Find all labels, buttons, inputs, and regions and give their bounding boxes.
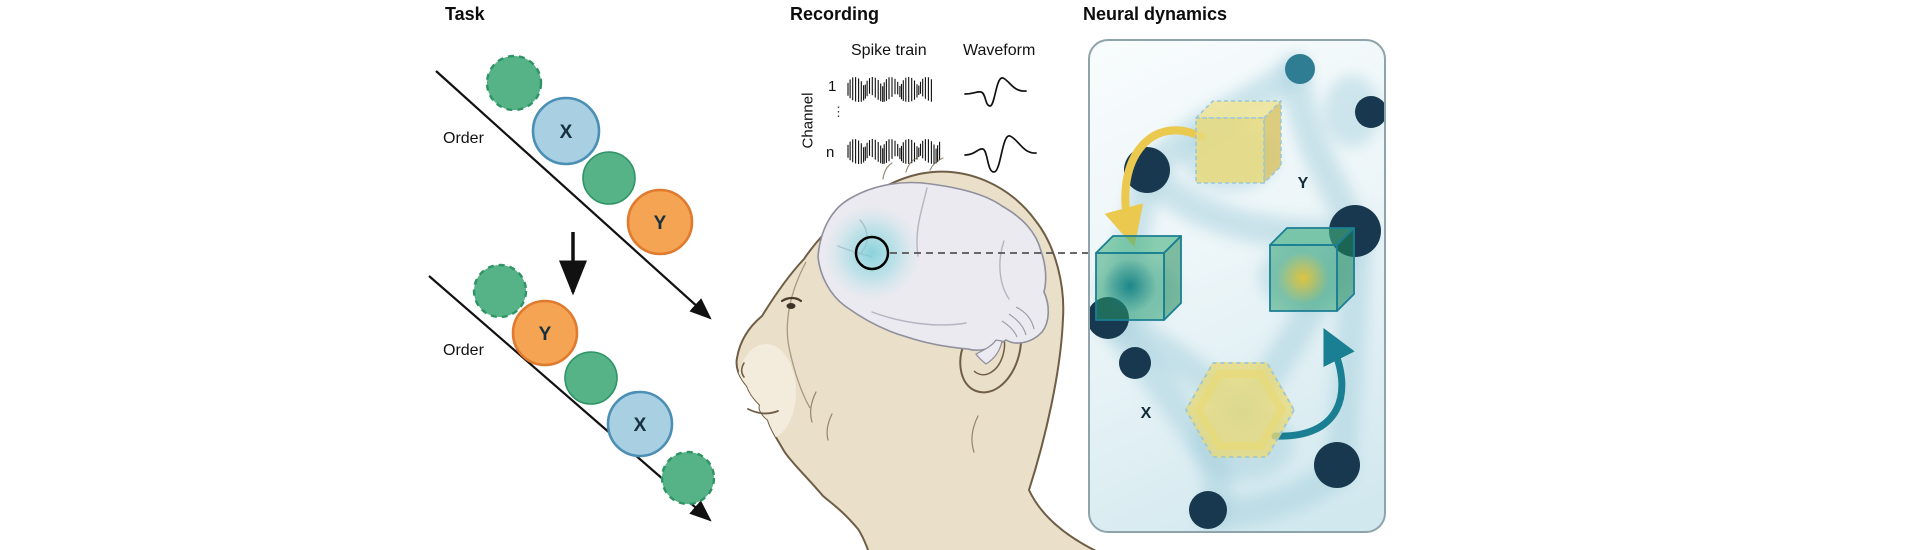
task-diagram: X Y Order Y X Order (428, 54, 716, 522)
item-x-label: X (560, 122, 573, 143)
order-label-2: Order (443, 342, 485, 359)
item-x-circle-shape (606, 390, 674, 458)
monkey-face-line (786, 261, 811, 409)
channel-last-label: n (826, 144, 835, 161)
neural-dynamics-diagram: Y X (1090, 53, 1384, 530)
item-x-blob (1185, 362, 1295, 458)
waveform-channel-1 (964, 77, 1027, 107)
waveform-label: Waveform (963, 42, 1036, 59)
brainstem (975, 339, 1003, 365)
recording-site-marker (854, 235, 890, 271)
recording-site-glow (824, 205, 920, 301)
transition-arrow-x (1271, 327, 1355, 440)
item-x-label: X (634, 415, 647, 436)
network-node (1285, 54, 1315, 84)
sequence-1: X Y Order (435, 54, 712, 320)
channel-first-label: 1 (828, 78, 837, 95)
item-y-circle: Y (511, 299, 579, 367)
item-y-label: Y (654, 213, 667, 234)
network-node (1314, 442, 1360, 488)
recording-diagram (735, 77, 1097, 550)
transition-arrow-y (1104, 126, 1206, 248)
item-y-label: Y (539, 324, 552, 345)
monkey-head (735, 157, 1097, 550)
channel-ellipsis: ⋮ (832, 104, 845, 119)
network-node (1119, 347, 1151, 379)
filler-item-circle (564, 351, 618, 405)
sequence-2: Y X Order (428, 263, 716, 522)
spike-train-channel-1 (847, 77, 932, 102)
monkey-fur-strokes (810, 157, 979, 453)
placeholder-item-circle (485, 54, 543, 112)
item-y-cube (1195, 100, 1282, 184)
neural-dynamics-panel: Y X (1088, 39, 1386, 533)
item-y-circle: Y (626, 188, 694, 256)
filler-item-circle (582, 151, 636, 205)
network-node (1189, 491, 1227, 529)
item-x-circle: X (531, 96, 601, 166)
item-x-circle-shape (531, 96, 601, 166)
item-y-circle-shape (626, 188, 694, 256)
slot-cube-1-core (1103, 259, 1157, 313)
placeholder-item-circle (660, 450, 716, 506)
neural-dynamics-title: Neural dynamics (1083, 4, 1228, 24)
task-title: Task (445, 4, 485, 24)
cerebellum-lines (1001, 306, 1035, 338)
monkey-muzzle (736, 344, 796, 440)
recording-title: Recording (790, 4, 880, 24)
slot-cube-1 (1095, 235, 1182, 321)
item-y-circle-shape (511, 299, 579, 367)
spike-train-label: Spike train (851, 42, 927, 59)
monkey-face-features (740, 296, 803, 415)
sequence-1-order-arrow (435, 70, 712, 320)
placeholder-item-circle (472, 263, 528, 319)
item-x-circle: X (606, 390, 674, 458)
neural-y-label: Y (1298, 175, 1309, 192)
waveform-channel-n (964, 135, 1037, 173)
slot-cube-2-core (1277, 252, 1329, 304)
network-node (1355, 96, 1384, 128)
neural-x-label: X (1141, 405, 1152, 422)
order-label-1: Order (443, 130, 485, 147)
slot-cube-2 (1269, 227, 1355, 312)
spike-train-channel-n (847, 139, 941, 164)
